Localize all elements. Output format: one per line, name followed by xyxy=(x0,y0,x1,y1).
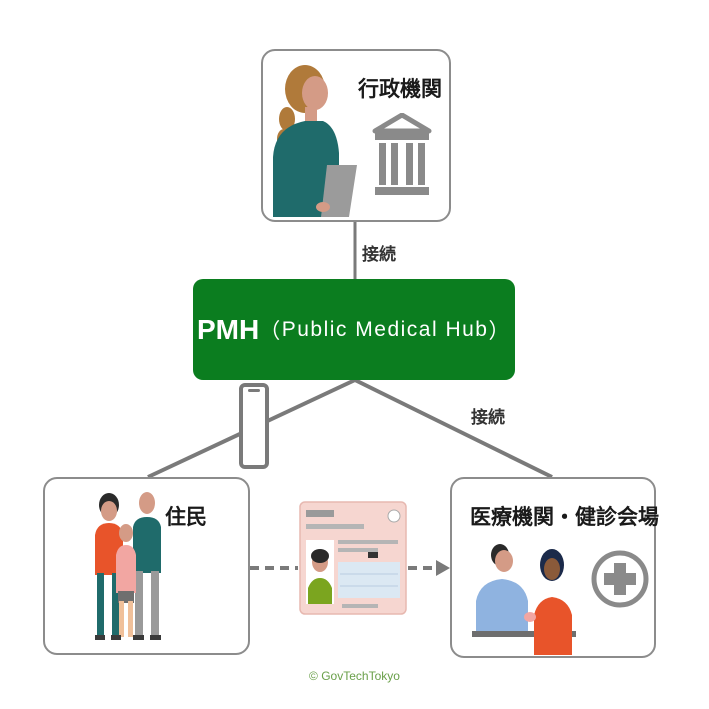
pmh-hub: PMH（Public Medical Hub） xyxy=(193,279,515,380)
gov-hub-edge-label: 接続 xyxy=(362,245,396,265)
hub-close-paren: ） xyxy=(488,319,511,343)
officer-illustration xyxy=(273,65,357,217)
medical-box: 医療機関・健診会場 xyxy=(450,477,659,658)
flow-arrow-head xyxy=(436,560,450,576)
doctor-patient-illustration xyxy=(472,544,576,655)
credit-text: © GovTechTokyo xyxy=(309,669,400,683)
residents-label: 住民 xyxy=(165,505,207,529)
smartphone-icon xyxy=(239,383,269,469)
medical-label: 医療機関・健診会場 xyxy=(470,505,659,529)
hub-medical-line xyxy=(354,378,553,479)
my-number-card-icon xyxy=(299,501,407,615)
hub-medical-edge-label: 接続 xyxy=(471,408,505,428)
family-illustration xyxy=(95,492,161,640)
bank-building-icon xyxy=(372,113,432,195)
hub-full-name: Public Medical Hub xyxy=(281,317,489,341)
medical-cross-icon xyxy=(591,550,649,608)
residents-box: 住民 xyxy=(43,477,250,655)
government-label: 行政機関 xyxy=(358,77,442,101)
government-box: 行政機関 xyxy=(261,49,451,222)
hub-open-paren: （ xyxy=(259,319,282,343)
hub-abbr: PMH xyxy=(197,313,260,345)
